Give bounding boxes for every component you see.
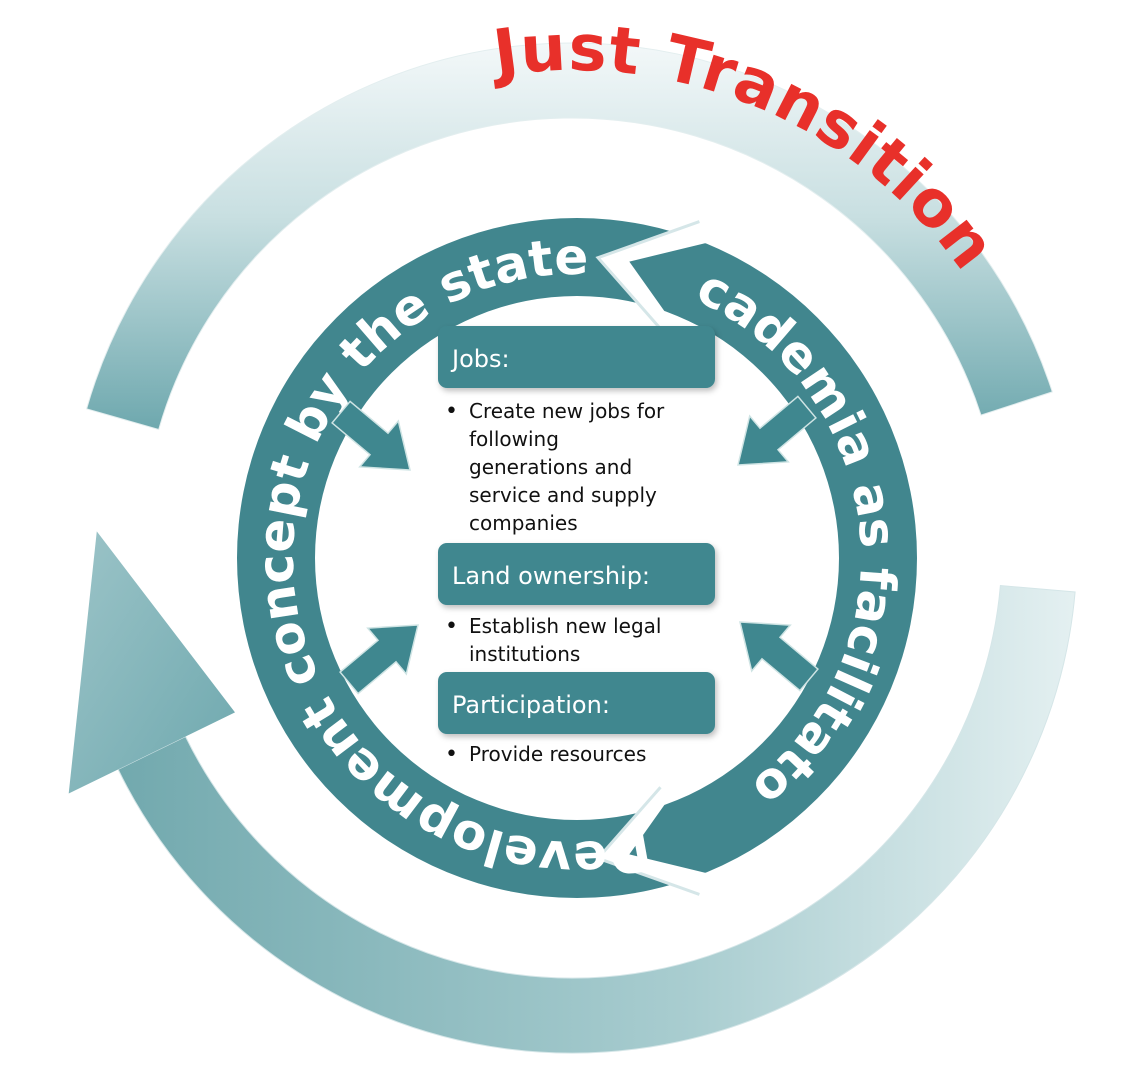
section-jobs: Jobs: • Create new jobs for following ge… [438,326,715,535]
participation-bullet-dot: • [445,742,458,767]
ring-notch-bottom [598,777,734,895]
section-land-ownership: Land ownership: • Establish new legal in… [438,543,715,666]
inner-ring [237,218,917,898]
participation-header-text: Participation: [452,691,610,719]
land-ownership-bullet: Establish new legal institutions [469,614,668,666]
outer-cycle-arrow [68,42,1076,1054]
outer-arrow-bottom-band [117,584,1076,1054]
land-bullet-dot: • [445,614,458,639]
ring-notch-top [598,221,734,339]
jobs-header: Jobs: [438,326,715,388]
section-participation: Participation: • Provide resources [438,672,715,767]
arrow-upper-right [737,395,817,466]
jobs-bullet-dot: • [445,399,458,424]
arrow-lower-left [339,624,419,695]
arrow-lower-right [739,621,819,692]
jobs-bullet: Create new jobs for following generation… [469,399,671,535]
jobs-header-text: Jobs: [450,345,510,373]
participation-bullet: Provide resources [469,742,646,766]
land-ownership-header-text: Land ownership: [452,562,650,590]
land-ownership-header: Land ownership: [438,543,715,605]
inward-arrows [331,395,819,695]
outer-arrow-top-band [85,42,1053,431]
ring-notch-bottom-edge [595,786,700,896]
participation-header: Participation: [438,672,715,734]
ring-notch-top-edge [595,220,700,330]
arrow-upper-left [331,400,411,471]
outer-arrow-head [68,531,235,794]
